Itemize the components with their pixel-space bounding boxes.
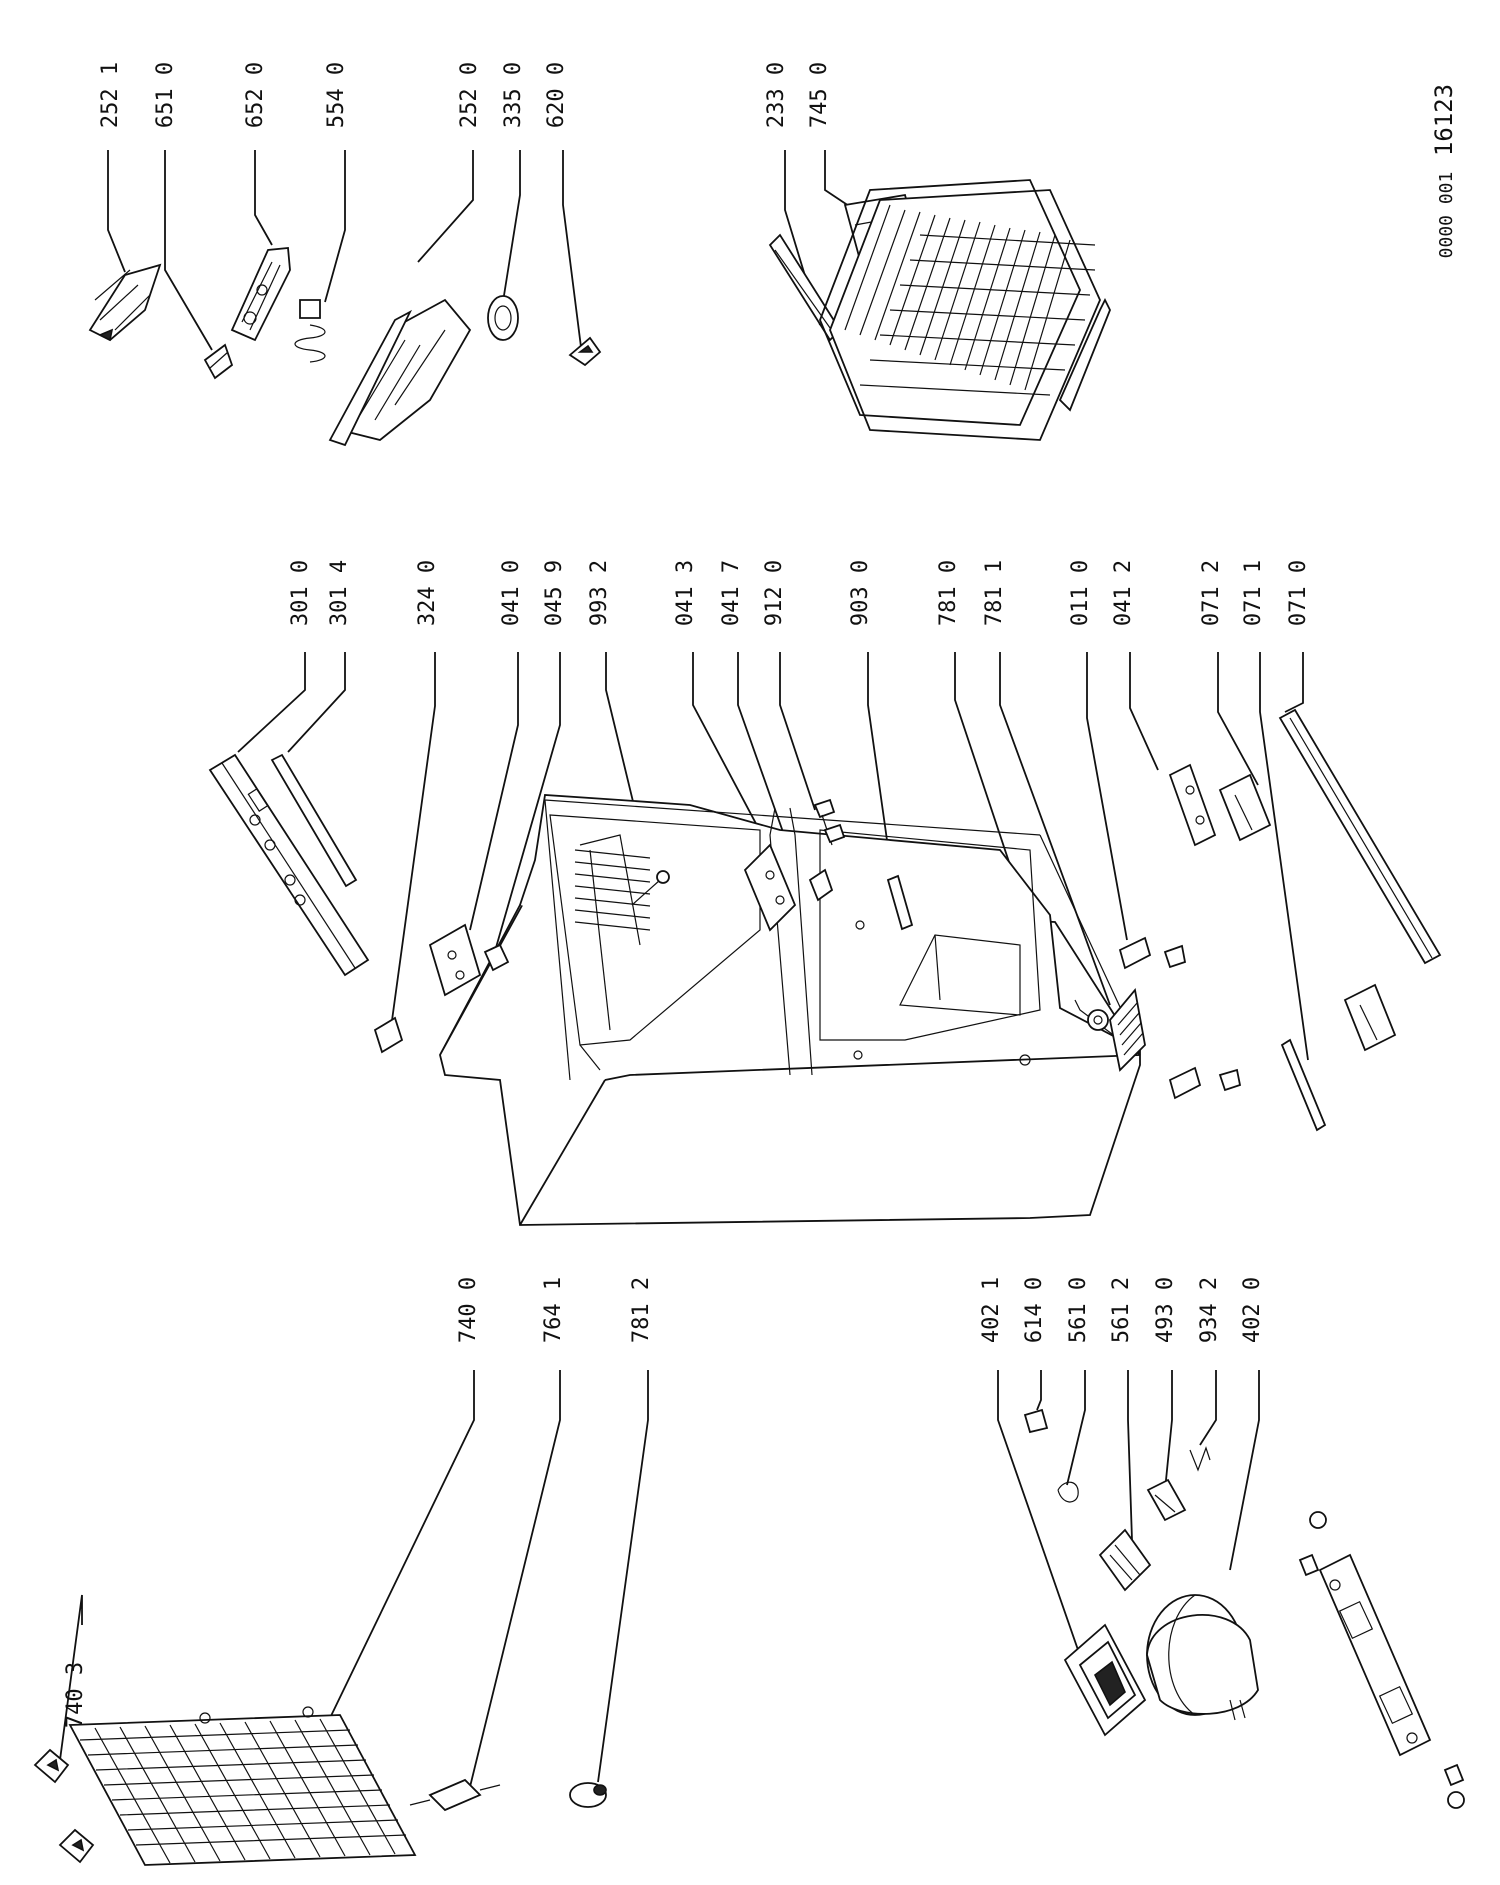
label-740-0: 740 0 xyxy=(456,1277,481,1343)
part-781-0-grommet xyxy=(1087,1009,1109,1031)
label-252-1: 252 1 xyxy=(98,62,123,128)
part-781-2-grommet xyxy=(569,1782,607,1808)
label-651-0: 651 0 xyxy=(153,62,178,128)
part-252-1-bracket xyxy=(88,263,162,342)
part-561-0-wire-clip xyxy=(1057,1481,1079,1503)
label-402-0: 402 0 xyxy=(1240,1277,1265,1343)
label-903-0: 903 0 xyxy=(848,560,873,626)
part-652-0-thermostat-panel xyxy=(230,247,291,342)
freezer-vents xyxy=(574,849,651,931)
label-781-2: 781 2 xyxy=(629,1277,654,1343)
label-554-0: 554 0 xyxy=(324,62,349,128)
label-620-0: 620 0 xyxy=(544,62,569,128)
leader-lines xyxy=(59,150,1309,1796)
label-041-3: 041 3 xyxy=(673,560,698,626)
wire-shelves xyxy=(819,179,1111,441)
part-764-1-drier xyxy=(409,1778,501,1812)
part-561-2-relay xyxy=(1098,1528,1152,1592)
label-301-4: 301 4 xyxy=(327,560,352,626)
label-324-0: 324 0 xyxy=(415,560,440,626)
label-561-2: 561 2 xyxy=(1109,1277,1134,1343)
label-993-2: 993 2 xyxy=(587,560,612,626)
label-493-0: 493 0 xyxy=(1153,1277,1178,1343)
part-620-0-clip xyxy=(568,336,602,367)
label-233-0: 233 0 xyxy=(764,62,789,128)
part-041-7-stop xyxy=(808,868,834,902)
part-912-0-screws xyxy=(813,798,846,846)
refrigerator-cabinet xyxy=(439,794,1141,1226)
part-041-0-hinge xyxy=(428,923,482,997)
part-011-0-feet xyxy=(1118,936,1242,1100)
document-code: 0000 001 xyxy=(1436,172,1457,259)
label-252-0: 252 0 xyxy=(457,62,482,128)
label-335-0: 335 0 xyxy=(501,62,526,128)
label-071-0: 071 0 xyxy=(1286,560,1311,626)
part-335-0-knob xyxy=(487,295,519,341)
part-233-0-bar xyxy=(768,233,842,342)
label-402-1: 402 1 xyxy=(979,1277,1004,1343)
label-740-3: 740 3 xyxy=(63,1662,88,1728)
part-071-2-hinge-cover xyxy=(1218,773,1397,1052)
label-011-0: 011 0 xyxy=(1068,560,1093,626)
label-041-0: 041 0 xyxy=(499,560,524,626)
label-745-0: 745 0 xyxy=(807,62,832,128)
part-402-0-compressor xyxy=(1146,1594,1259,1721)
part-252-0-control-housing xyxy=(328,298,472,447)
label-912-0: 912 0 xyxy=(762,560,787,626)
drawing-number: 16123 xyxy=(1430,84,1458,156)
label-561-0: 561 0 xyxy=(1066,1277,1091,1343)
label-301-0: 301 0 xyxy=(288,560,313,626)
compressor-mounting-plate xyxy=(1298,1511,1465,1809)
part-071-1-seal xyxy=(1280,1038,1327,1132)
label-071-2: 071 2 xyxy=(1199,560,1224,626)
part-041-2-hinge xyxy=(1168,763,1217,847)
part-324-0-clip xyxy=(373,1016,404,1054)
part-402-1-relay-box xyxy=(1063,1623,1147,1737)
label-071-1: 071 1 xyxy=(1241,560,1266,626)
part-740-3-clips xyxy=(33,1748,95,1864)
part-labels: 252 1 651 0 652 0 554 0 252 0 335 0 620 … xyxy=(63,62,1311,1728)
label-934-2: 934 2 xyxy=(1197,1277,1222,1343)
label-652-0: 652 0 xyxy=(243,62,268,128)
part-493-0-protector xyxy=(1146,1478,1187,1522)
label-781-0: 781 0 xyxy=(936,560,961,626)
label-614-0: 614 0 xyxy=(1022,1277,1047,1343)
part-903-0-pin xyxy=(886,874,914,931)
label-781-1: 781 1 xyxy=(982,560,1007,626)
part-554-0-spring xyxy=(294,299,326,363)
part-071-0-door-strip xyxy=(1278,708,1442,965)
label-041-2: 041 2 xyxy=(1111,560,1136,626)
part-301-4-trim xyxy=(270,753,358,888)
part-045-9-pin xyxy=(483,943,510,972)
label-041-7: 041 7 xyxy=(719,560,744,626)
part-993-2-sensor xyxy=(631,870,670,906)
part-651-0-lamp xyxy=(203,343,234,380)
part-614-0-cap xyxy=(1023,1408,1049,1434)
part-041-3-hinge xyxy=(743,843,797,932)
label-764-1: 764 1 xyxy=(541,1277,566,1343)
part-301-0-top-cover xyxy=(208,753,370,977)
part-934-2-wire xyxy=(1189,1446,1211,1472)
label-045-9: 045 9 xyxy=(542,560,567,626)
part-781-1-vent-grille xyxy=(1109,987,1146,1072)
part-740-0-condenser xyxy=(68,1706,417,1866)
